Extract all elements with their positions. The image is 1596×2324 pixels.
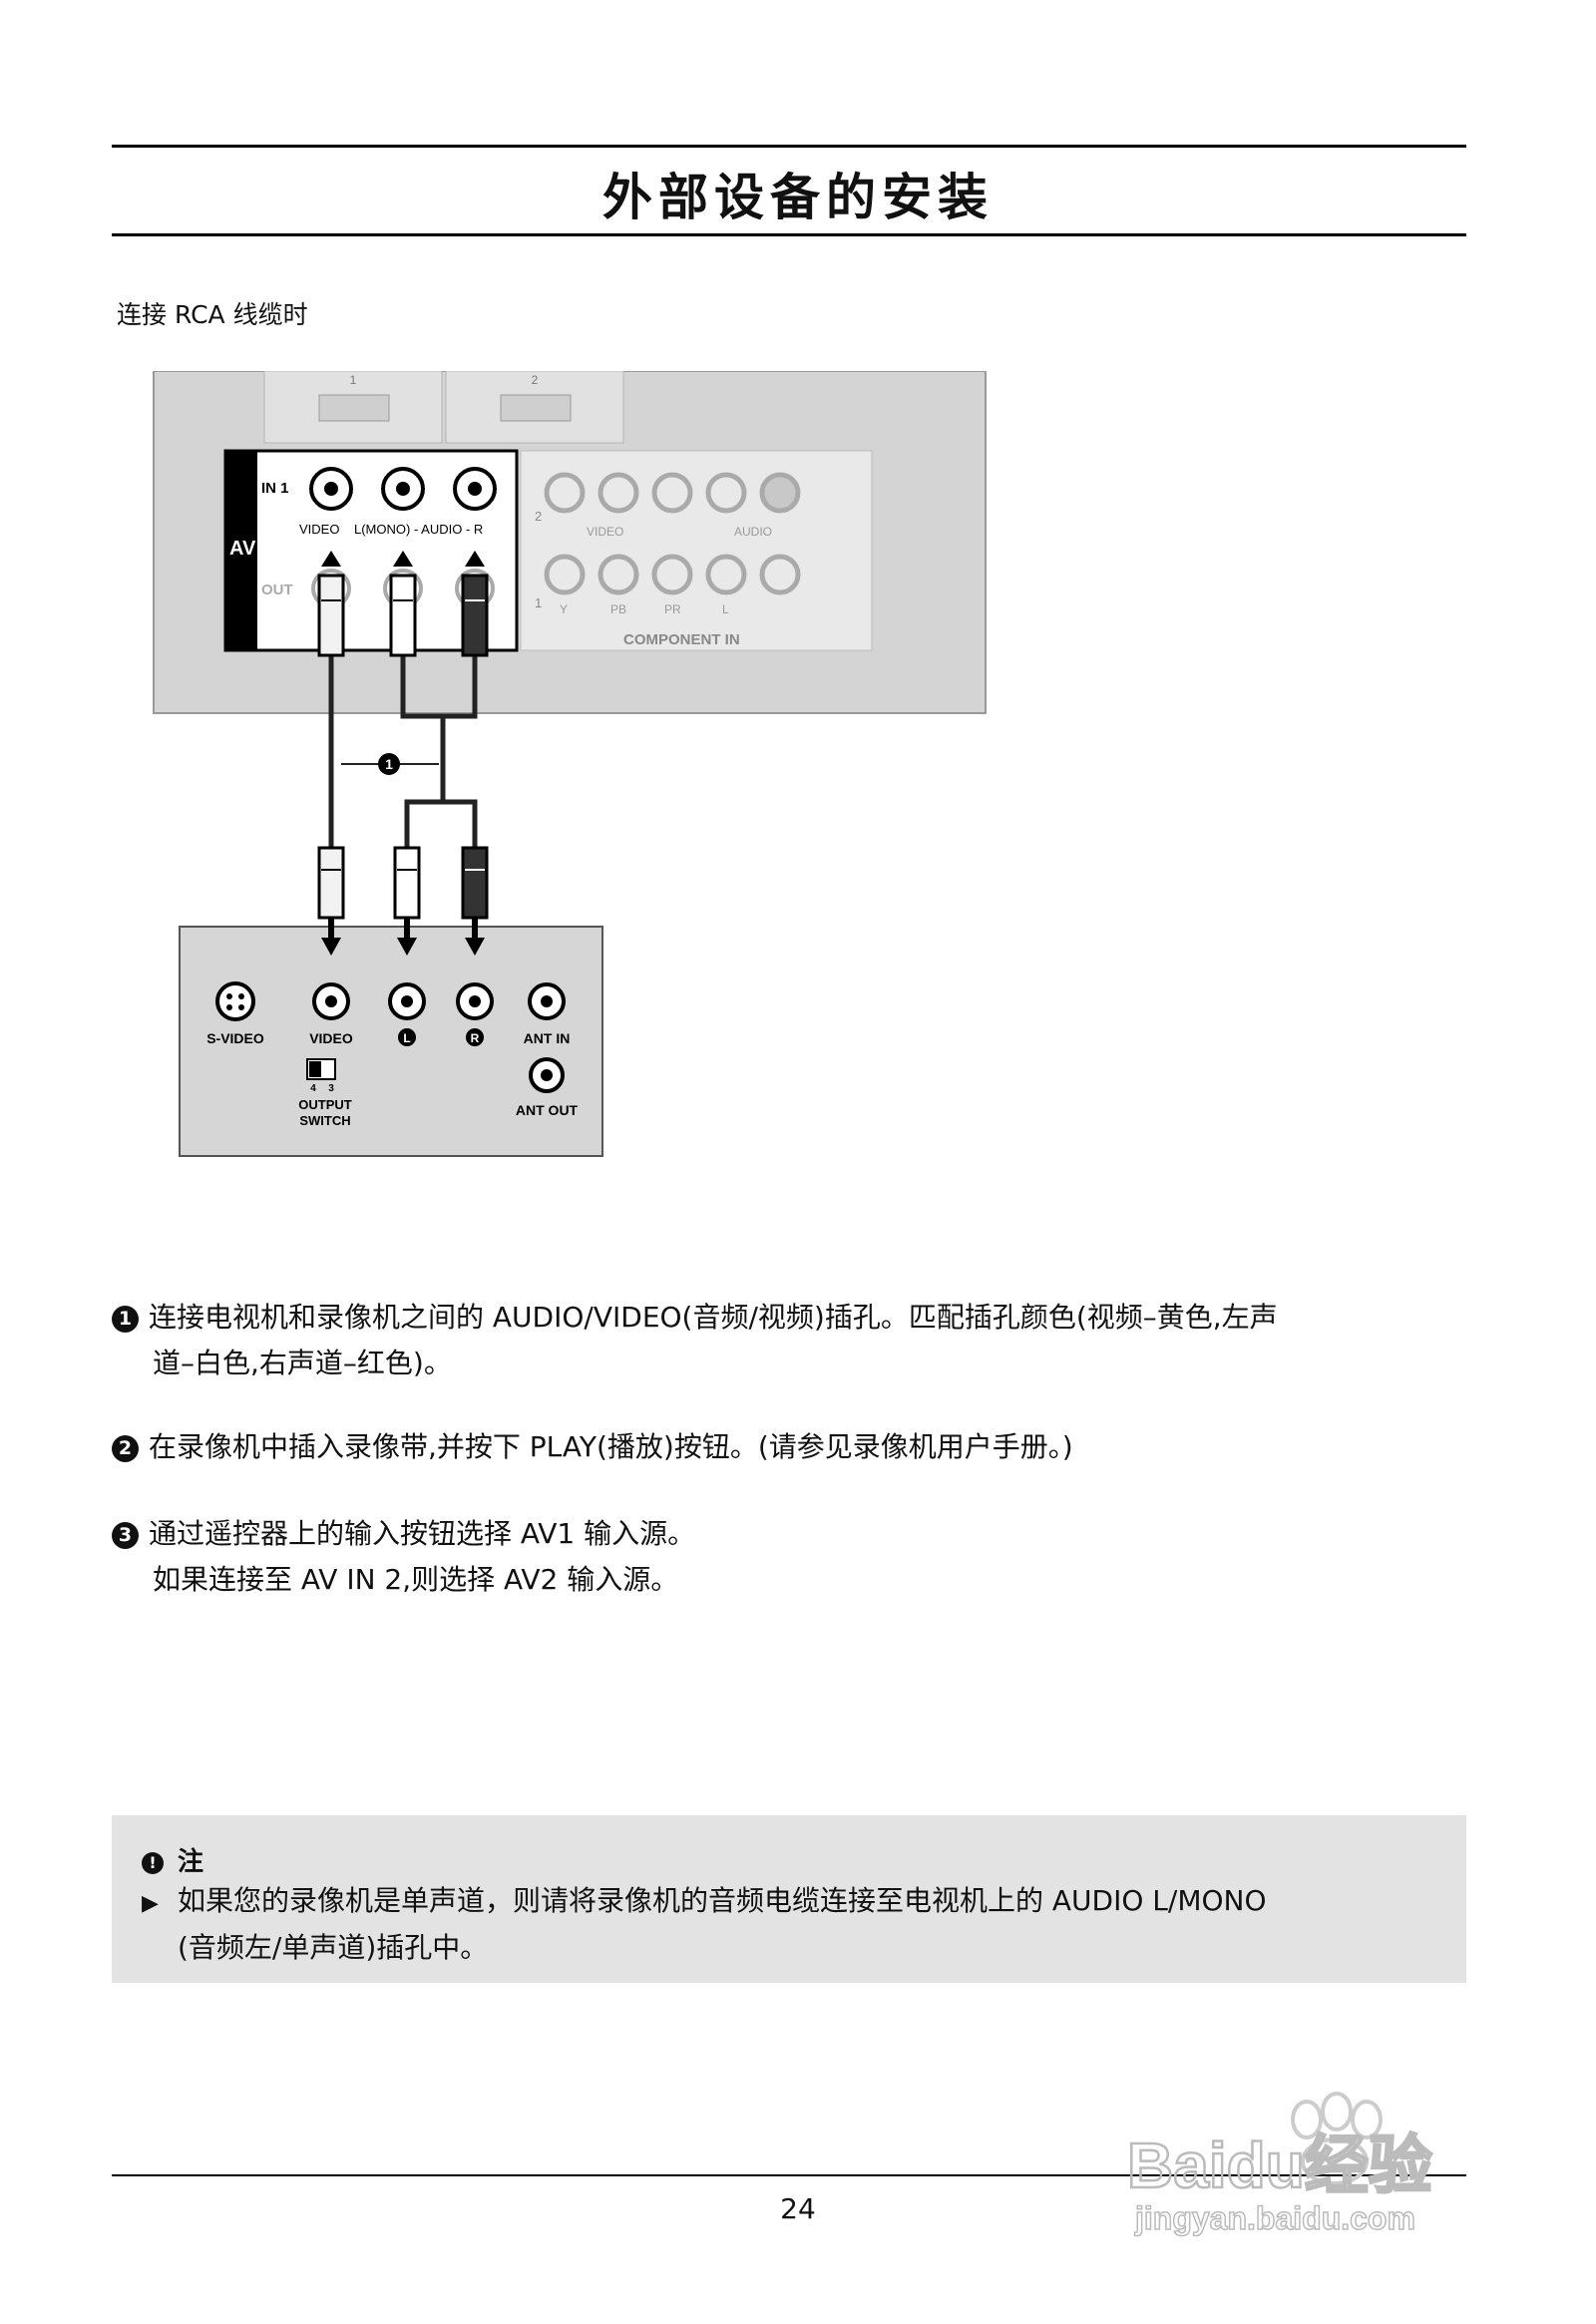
component-pr-label: PR [664,602,681,616]
step-number: 1 [112,1306,139,1333]
component-row-2: 2 [535,509,542,524]
vcr-output-label: OUTPUT [298,1097,352,1112]
av-in-jacks [309,467,497,511]
rca-cables [328,654,478,848]
hdmi-label-2: 2 [532,373,539,387]
top-rule-lower [112,233,1466,236]
step-text: 通过遥控器上的输入按钮选择 AV1 输入源。 [149,1517,696,1550]
note-heading: !注 [142,1841,203,1878]
step-number: 2 [112,1435,139,1462]
bottom-rule [112,2174,1466,2176]
component-video-label: VIDEO [587,525,623,539]
note-line-1: 如果您的录像机是单声道，则请将录像机的音频电缆连接至电视机上的 AUDIO L/… [178,1884,1267,1917]
av-video-label: VIDEO [299,522,339,537]
vcr-ant-in-label: ANT IN [524,1030,571,1046]
paw-icon [1291,2092,1383,2185]
vcr-panel [179,926,603,1157]
vcr-l-label: L [403,1031,410,1045]
section-subtitle: 连接 RCA 线缆时 [117,300,308,329]
baidu-watermark: Baidu经验 jingyan.baidu.com [1126,2092,1433,2237]
component-l-label: L [722,602,729,616]
cable-callout: 1 [341,753,439,775]
vcr-switch-3: 3 [328,1083,334,1094]
component-audio-label: AUDIO [734,525,772,539]
in1-label: IN 1 [261,480,289,497]
vcr-side-plugs [317,846,489,920]
av-audio-label: L(MONO) - AUDIO - R [354,522,483,537]
page-title: 外部设备的安装 [602,169,994,226]
tv-side-plugs [317,574,489,657]
vcr-output-switch [306,1058,336,1080]
component-row-1: 1 [535,595,542,610]
vcr-r-label: R [471,1031,480,1045]
watermark-brand: Baidu经验 [1127,2130,1432,2201]
note-body: ▶ 如果您的录像机是单声道，则请将录像机的音频电缆连接至电视机上的 AUDIO L… [142,1879,1448,1970]
exclamation-icon: ! [142,1852,164,1874]
av-label: AV [229,538,256,560]
vcr-switch-label: SWITCH [299,1113,350,1128]
vcr-jacks [215,981,566,1093]
note-heading-text: 注 [178,1847,204,1877]
step-1: 1 连接电视机和录像机之间的 AUDIO/VIDEO(音频/视频)插孔。匹配插孔颜… [112,1295,1478,1386]
page-number: 24 [780,2192,816,2225]
arrows-down [321,918,485,956]
hdmi-label-1: 1 [350,373,357,387]
step-text-continued: 道–白色,右声道–红色)。 [153,1347,452,1379]
step-2: 2 在录像机中插入录像带,并按下 PLAY(播放)按钮。(请参见录像机用户手册。) [112,1424,1478,1470]
step-text: 连接电视机和录像机之间的 AUDIO/VIDEO(音频/视频)插孔。匹配插孔颜色… [149,1301,1278,1334]
connection-diagram: 1 2 AV IN 1 VIDEO L(MONO) - AUDIO - R OU… [153,371,987,1157]
step-number: 3 [112,1522,139,1549]
top-rule-upper [112,145,1466,148]
note-line-2: (音频左/单声道)插孔中。 [178,1931,489,1964]
vcr-video-label: VIDEO [309,1030,353,1046]
component-title: COMPONENT IN [623,631,740,648]
vcr-ant-out-label: ANT OUT [516,1102,579,1118]
triangle-bullet-icon: ▶ [142,1891,159,1916]
component-y-label: Y [560,602,568,616]
av-black-strip [225,451,257,650]
watermark-url: jingyan.baidu.com [1134,2200,1415,2236]
arrows-up [321,551,485,567]
step-text-continued: 如果连接至 AV IN 2,则选择 AV2 输入源。 [153,1563,679,1596]
callout-number: 1 [385,756,393,772]
vcr-switch-4: 4 [310,1083,316,1094]
vcr-svideo-label: S-VIDEO [206,1030,264,1046]
component-jacks [544,472,801,595]
step-3: 3 通过遥控器上的输入按钮选择 AV1 输入源。 如果连接至 AV IN 2,则选… [112,1511,1478,1603]
component-pb-label: PB [610,602,626,616]
step-text: 在录像机中插入录像带,并按下 PLAY(播放)按钮。(请参见录像机用户手册。) [149,1430,1073,1463]
av-out-label: OUT [261,581,293,598]
note-box: !注 ▶如果您的录像机是单声道，则请将录像机的音频电缆连接至电视机上的 AUDI… [112,1815,1466,1983]
